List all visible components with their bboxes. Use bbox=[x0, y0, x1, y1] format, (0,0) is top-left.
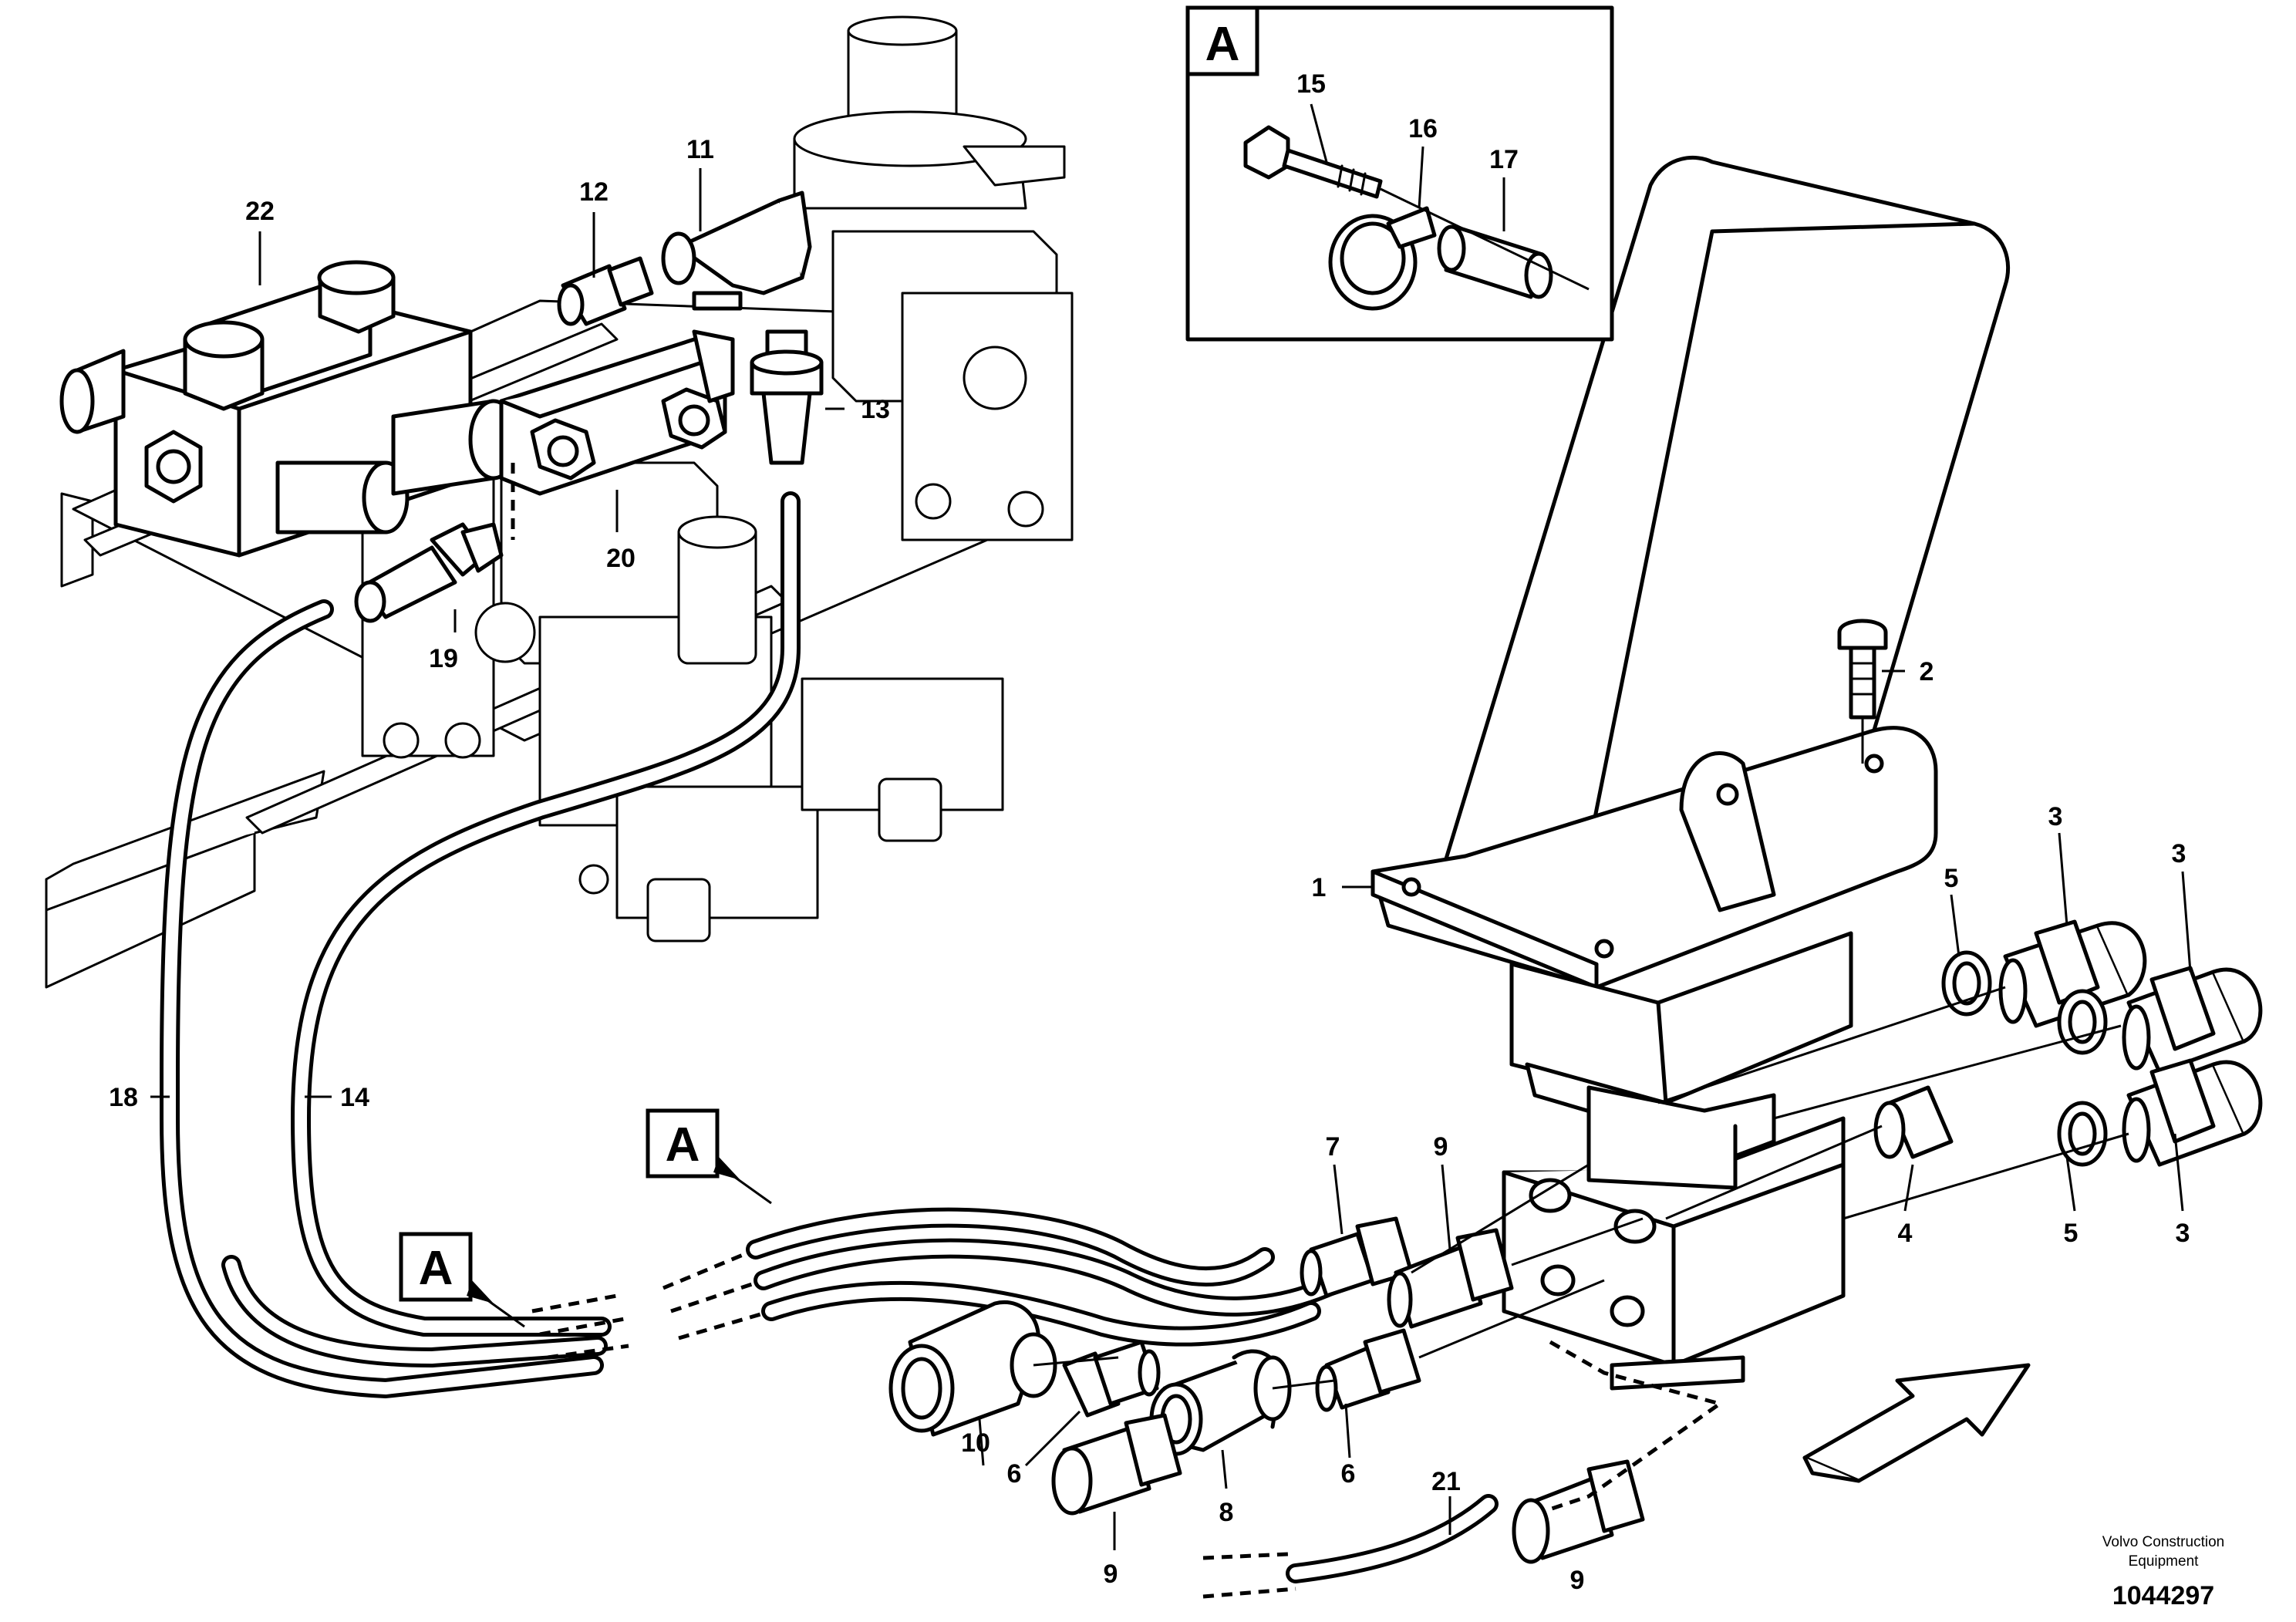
view-marker-a-1: A bbox=[399, 1232, 525, 1328]
hose-break-left bbox=[531, 1293, 629, 1360]
callout-4: 4 bbox=[1898, 1219, 1913, 1248]
callout-16: 16 bbox=[1408, 114, 1438, 143]
valve-block-20 bbox=[499, 329, 735, 496]
detail-view-a: A bbox=[1185, 5, 1614, 342]
view-marker-a-2: A bbox=[646, 1108, 772, 1205]
footer: Volvo Construction Equipment 1044297 bbox=[2102, 1534, 2224, 1610]
fitting-6-left bbox=[1062, 1340, 1161, 1418]
screw-2 bbox=[1837, 619, 1888, 764]
detail-view-letter: A bbox=[1205, 18, 1240, 71]
fitting-9-top bbox=[1387, 1228, 1514, 1329]
hose-group-a bbox=[746, 1207, 1352, 1347]
callout-8: 8 bbox=[1219, 1498, 1234, 1527]
leader-lines bbox=[150, 103, 2192, 1550]
fitting-3-middle bbox=[2122, 966, 2263, 1074]
callout-21: 21 bbox=[1431, 1467, 1461, 1496]
drawing-number: 1044297 bbox=[2112, 1581, 2214, 1610]
callout-5-a: 5 bbox=[1944, 864, 1959, 893]
callout-9-a: 9 bbox=[1434, 1132, 1448, 1162]
callout-2: 2 bbox=[1920, 657, 1934, 686]
callout-labels: 22 12 11 13 20 19 18 14 1 2 3 3 3 5 5 4 … bbox=[109, 69, 2190, 1595]
callout-20: 20 bbox=[606, 544, 636, 573]
callout-11: 11 bbox=[686, 135, 714, 164]
callout-7: 7 bbox=[1326, 1132, 1340, 1162]
fitting-9-right bbox=[1512, 1459, 1645, 1564]
callout-17: 17 bbox=[1489, 145, 1519, 174]
callout-18: 18 bbox=[109, 1083, 138, 1112]
view-marker-letter-1: A bbox=[419, 1242, 453, 1295]
connector-19 bbox=[354, 522, 504, 623]
callout-14: 14 bbox=[340, 1083, 369, 1112]
hose-break-right bbox=[663, 1247, 772, 1340]
fitting-6-right bbox=[1315, 1328, 1421, 1412]
callout-10: 10 bbox=[961, 1428, 990, 1458]
fitting-3-bottom bbox=[2122, 1058, 2263, 1167]
washer-5-c bbox=[2057, 1101, 2108, 1167]
elbow-10 bbox=[888, 1300, 1057, 1437]
callout-12: 12 bbox=[579, 177, 609, 207]
callout-5-b: 5 bbox=[2064, 1219, 2079, 1248]
callout-15: 15 bbox=[1296, 69, 1326, 99]
foot-pedal-valve-1 bbox=[1371, 156, 2011, 1391]
callout-19: 19 bbox=[429, 644, 458, 673]
fitting-9-left bbox=[1051, 1413, 1182, 1516]
callout-6-b: 6 bbox=[1341, 1459, 1356, 1489]
callout-3-a: 3 bbox=[2048, 802, 2063, 831]
callout-22: 22 bbox=[245, 197, 275, 226]
elbow-11 bbox=[661, 191, 812, 311]
washer-5-a bbox=[1941, 950, 1992, 1017]
view-marker-letter-2: A bbox=[666, 1118, 700, 1172]
hose-18-b bbox=[221, 1255, 608, 1367]
washer-5-b bbox=[2057, 989, 2108, 1055]
callout-13: 13 bbox=[861, 395, 890, 424]
spacer-17 bbox=[1437, 224, 1553, 299]
callout-9-b: 9 bbox=[1104, 1560, 1118, 1589]
connector-13 bbox=[750, 329, 824, 465]
plug-4 bbox=[1873, 1085, 1954, 1159]
callout-1: 1 bbox=[1312, 873, 1327, 902]
brand-line-1: Volvo Construction bbox=[2102, 1534, 2224, 1550]
direction-arrow bbox=[1802, 1363, 2031, 1483]
bolt-15 bbox=[1243, 125, 1383, 199]
brand-line-2: Equipment bbox=[2129, 1553, 2200, 1570]
fitting-7 bbox=[1300, 1216, 1414, 1298]
axis-lines bbox=[1657, 986, 2129, 1220]
clamp-16 bbox=[1328, 206, 1437, 311]
callout-3-b: 3 bbox=[2172, 839, 2186, 868]
callout-6-a: 6 bbox=[1007, 1459, 1022, 1489]
hose-14 bbox=[291, 491, 801, 1337]
callout-3-c: 3 bbox=[2176, 1219, 2190, 1248]
callout-9-c: 9 bbox=[1570, 1566, 1585, 1595]
hose-21 bbox=[1202, 1494, 1499, 1599]
hose-18 bbox=[160, 599, 604, 1398]
